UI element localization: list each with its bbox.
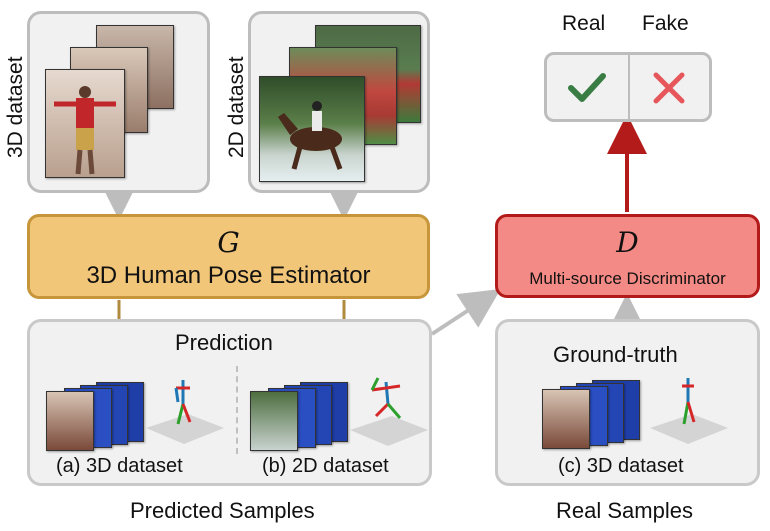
- predicted-samples-caption: Predicted Samples: [130, 498, 315, 523]
- sample-a-frame: [46, 391, 94, 451]
- generator-block: G 3D Human Pose Estimator: [27, 214, 430, 299]
- sample-b-label: (b) 2D dataset: [262, 455, 389, 477]
- check-icon: [568, 73, 606, 102]
- sample-a-label: (a) 3D dataset: [56, 455, 183, 477]
- sample-a-frames: [42, 382, 144, 454]
- discriminator-symbol: D: [616, 226, 639, 259]
- sample-c-label: (c) 3D dataset: [558, 455, 684, 477]
- pose-3d-a-icon: [146, 380, 224, 444]
- horse-rider-icon: [278, 101, 343, 170]
- discriminator-title: Multi-source Discriminator: [529, 269, 726, 288]
- discriminator-block: D Multi-source Discriminator: [495, 214, 760, 298]
- fake-label: Fake: [642, 12, 689, 35]
- sample-c-frames: [538, 380, 640, 452]
- dataset-2d-label: 2D dataset: [225, 56, 248, 158]
- generator-title: 3D Human Pose Estimator: [86, 262, 371, 289]
- sample-c-frame: [542, 389, 590, 449]
- cross-icon: [653, 72, 685, 104]
- dataset-2d-box: [248, 11, 430, 193]
- dataset-3d-label: 3D dataset: [4, 56, 27, 158]
- person-figure-icon: [54, 86, 116, 175]
- dataset-3d-box: [27, 11, 210, 193]
- prediction-divider: [236, 366, 238, 454]
- output-divider: [628, 55, 630, 119]
- sample-b-frames: [246, 382, 348, 454]
- real-samples-caption: Real Samples: [556, 498, 693, 523]
- predicted-samples-panel: Prediction (a) 3D dataset (b) 2D dataset: [27, 319, 432, 486]
- dataset-3d-image-front: [45, 69, 125, 178]
- prediction-heading: Prediction: [175, 330, 273, 355]
- sample-b-frame: [250, 391, 298, 451]
- output-box: [544, 52, 712, 122]
- pose-3d-b-icon: [350, 377, 428, 446]
- groundtruth-heading: Ground-truth: [553, 342, 678, 367]
- pose-3d-c-icon: [650, 378, 728, 444]
- dataset-2d-image-front: [259, 76, 365, 182]
- real-samples-panel: Ground-truth (c) 3D dataset: [495, 319, 760, 486]
- generator-symbol: G: [217, 226, 240, 259]
- arrow-prediction-to-discriminator: [430, 289, 501, 336]
- real-label: Real: [562, 12, 606, 35]
